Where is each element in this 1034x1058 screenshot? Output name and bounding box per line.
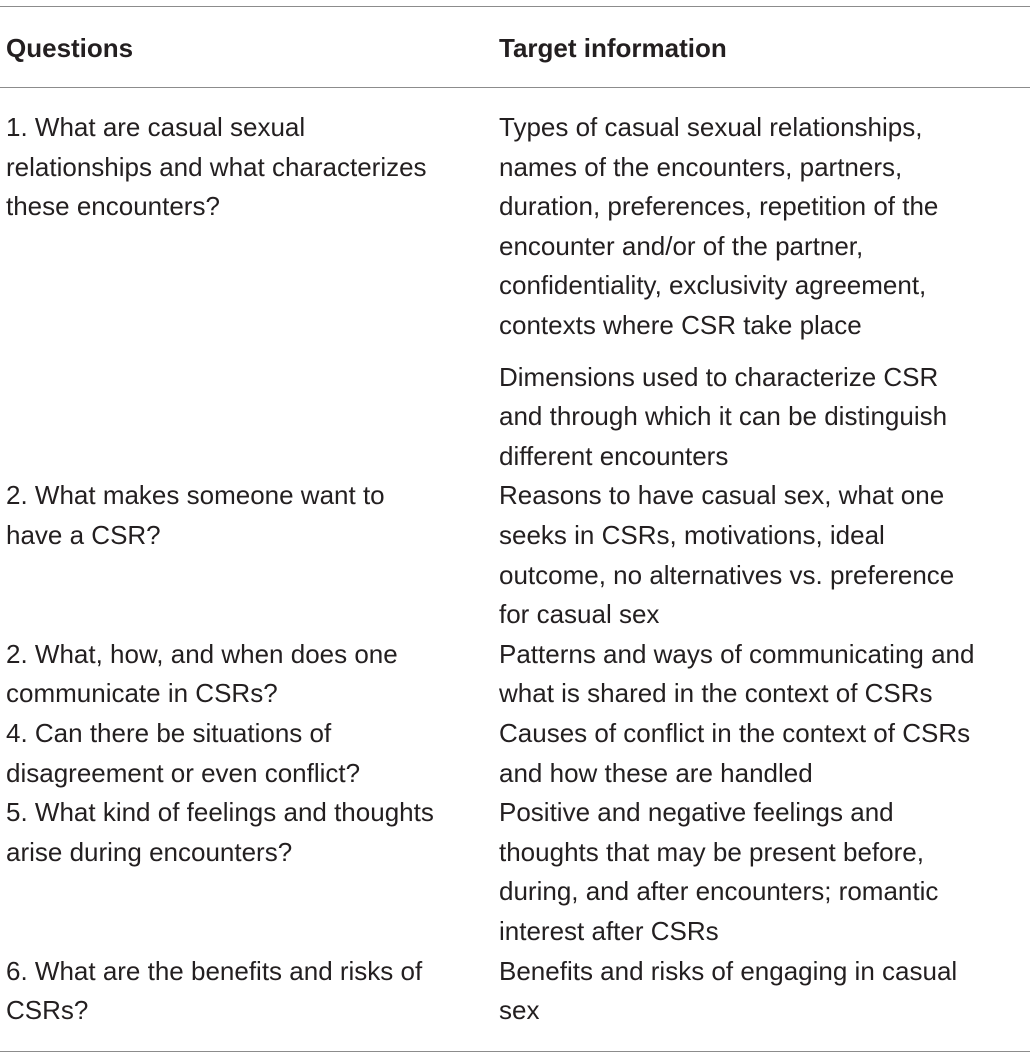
target-line: Dimensions used to characterize CSR bbox=[499, 361, 939, 392]
question-line: 4. Can there be situations of bbox=[6, 717, 332, 748]
target-line: Reasons to have casual sex, what one bbox=[499, 480, 945, 511]
target-line: contexts where CSR take place bbox=[499, 309, 862, 340]
question-line: CSRs? bbox=[6, 995, 89, 1026]
question-cell: 6. What are the benefits and risks of CSR… bbox=[6, 952, 486, 1031]
target-line: sex bbox=[499, 995, 540, 1026]
target-line: Positive and negative feelings and bbox=[499, 797, 894, 828]
target-cell: Reasons to have casual sex, what one seek… bbox=[499, 476, 1024, 634]
question-line: 6. What are the benefits and risks of bbox=[6, 955, 423, 986]
target-line: confidentiality, exclusivity agreement, bbox=[499, 270, 927, 301]
target-line: encounter and/or of the partner, bbox=[499, 230, 864, 261]
row-spacer bbox=[0, 346, 1034, 358]
question-line: 2. What makes someone want to bbox=[6, 480, 385, 511]
target-line: Types of casual sexual relationships, bbox=[499, 112, 923, 142]
table-header-rule bbox=[0, 87, 1030, 88]
table-header-row: Questions Target information bbox=[0, 28, 1034, 68]
table-row: 6. What are the benefits and risks of CSR… bbox=[0, 952, 1034, 1031]
target-line: different encounters bbox=[499, 440, 729, 471]
target-cell: Positive and negative feelings and though… bbox=[499, 793, 1024, 951]
question-line: 2. What, how, and when does one bbox=[6, 638, 398, 669]
target-line: duration, preferences, repetition of the bbox=[499, 191, 939, 222]
target-line: Patterns and ways of communicating and bbox=[499, 638, 975, 669]
table-row: 1. What are casual sexual relationships a… bbox=[0, 108, 1034, 346]
target-cell: Benefits and risks of engaging in casual… bbox=[499, 952, 1024, 1031]
target-cell: Causes of conflict in the context of CSR… bbox=[499, 714, 1024, 793]
question-cell: 4. Can there be situations of disagreemen… bbox=[6, 714, 486, 793]
question-line: have a CSR? bbox=[6, 519, 161, 550]
question-line: these encounters? bbox=[6, 191, 220, 222]
header-target-information: Target information bbox=[499, 33, 727, 63]
table-body: 1. What are casual sexual relationships a… bbox=[0, 108, 1034, 1031]
target-line: what is shared in the context of CSRs bbox=[499, 678, 933, 709]
table-bottom-rule bbox=[0, 1051, 1030, 1052]
table-row: 5. What kind of feelings and thoughts ari… bbox=[0, 793, 1034, 951]
target-cell: Types of casual sexual relationships, nam… bbox=[499, 108, 1024, 346]
question-line: arise during encounters? bbox=[6, 836, 293, 867]
question-line: disagreement or even conflict? bbox=[6, 757, 361, 788]
question-cell: 1. What are casual sexual relationships a… bbox=[6, 108, 486, 227]
question-cell: 5. What kind of feelings and thoughts ari… bbox=[6, 793, 486, 872]
target-line: during, and after encounters; romantic bbox=[499, 876, 939, 907]
table-row: 2. What makes someone want to have a CSR?… bbox=[0, 476, 1034, 634]
question-cell: 2. What makes someone want to have a CSR? bbox=[6, 476, 486, 555]
header-questions: Questions bbox=[6, 33, 134, 63]
table-row: Dimensions used to characterize CSR and t… bbox=[0, 358, 1034, 477]
target-line: outcome, no alternatives vs. preference bbox=[499, 559, 955, 590]
target-line: seeks in CSRs, motivations, ideal bbox=[499, 519, 885, 550]
target-line: thoughts that may be present before, bbox=[499, 836, 924, 867]
question-line: communicate in CSRs? bbox=[6, 678, 278, 709]
target-line: and how these are handled bbox=[499, 757, 813, 788]
question-line: 5. What kind of feelings and thoughts bbox=[6, 797, 434, 828]
question-line: 1. What are casual sexual bbox=[6, 112, 306, 142]
target-line: for casual sex bbox=[499, 599, 660, 630]
target-line: and through which it can be distinguish bbox=[499, 401, 948, 432]
table-top-rule bbox=[0, 6, 1030, 7]
target-line: names of the encounters, partners, bbox=[499, 151, 903, 182]
question-cell: 2. What, how, and when does one communica… bbox=[6, 635, 486, 714]
table-row: 4. Can there be situations of disagreemen… bbox=[0, 714, 1034, 793]
target-line: interest after CSRs bbox=[499, 915, 719, 946]
target-cell: Dimensions used to characterize CSR and t… bbox=[499, 358, 1024, 477]
target-cell: Patterns and ways of communicating and wh… bbox=[499, 635, 1024, 714]
target-line: Benefits and risks of engaging in casual bbox=[499, 955, 958, 986]
table-row: 2. What, how, and when does one communica… bbox=[0, 635, 1034, 714]
target-line: Causes of conflict in the context of CSR… bbox=[499, 717, 971, 748]
question-line: relationships and what characterizes bbox=[6, 151, 427, 182]
